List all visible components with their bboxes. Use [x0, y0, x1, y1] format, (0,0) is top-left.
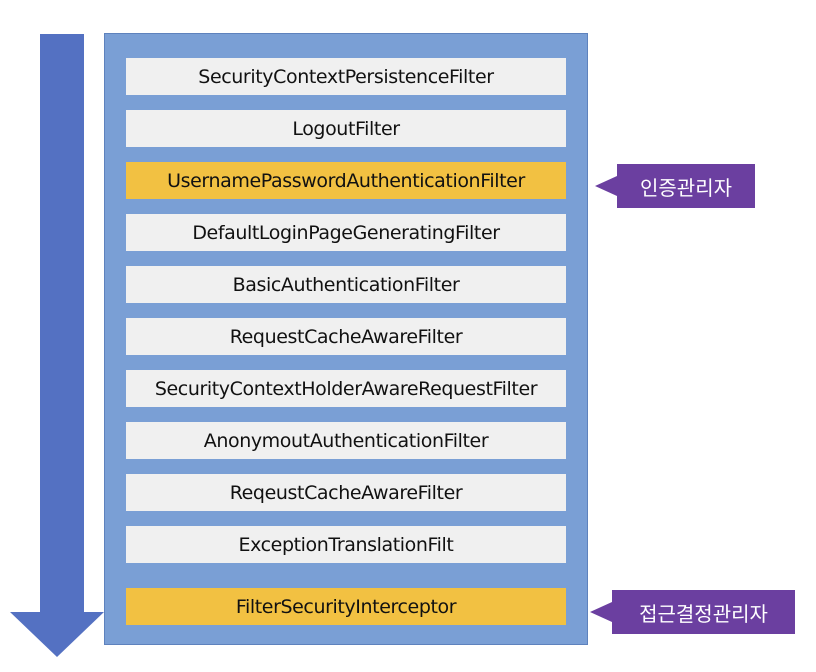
callout-authentication-label: 인증관리자 — [640, 175, 732, 200]
flow-arrow-shaft — [40, 34, 84, 614]
filter-exception-translation: ExceptionTranslationFilt — [126, 526, 566, 563]
flow-arrow — [10, 34, 104, 657]
filter-security-context-holder-aware-request: SecurityContextHolderAwareRequestFilter — [126, 370, 566, 407]
callout-pointer — [590, 602, 612, 622]
filter-username-password-authentication: UsernamePasswordAuthenticationFilter — [126, 162, 566, 199]
filter-security-context-persistence: SecurityContextPersistenceFilter — [126, 58, 566, 95]
callout-access-decision-manager: 접근결정관리자 — [590, 590, 795, 634]
filter-default-login-page-generating: DefaultLoginPageGeneratingFilter — [126, 214, 566, 251]
callout-pointer — [595, 176, 617, 196]
filter-logout: LogoutFilter — [126, 110, 566, 147]
callout-authorization-label: 접근결정관리자 — [639, 601, 768, 626]
filter-anonymous-authentication: AnonymoutAuthenticationFilter — [126, 422, 566, 459]
filter-basic-authentication: BasicAuthenticationFilter — [126, 266, 566, 303]
filter-request-cache-aware-2: ReqeustCacheAwareFilter — [126, 474, 566, 511]
filter-security-interceptor: FilterSecurityInterceptor — [126, 588, 566, 625]
filter-request-cache-aware: RequestCacheAwareFilter — [126, 318, 566, 355]
flow-arrow-head — [10, 612, 104, 657]
callout-authentication-manager: 인증관리자 — [595, 164, 755, 208]
